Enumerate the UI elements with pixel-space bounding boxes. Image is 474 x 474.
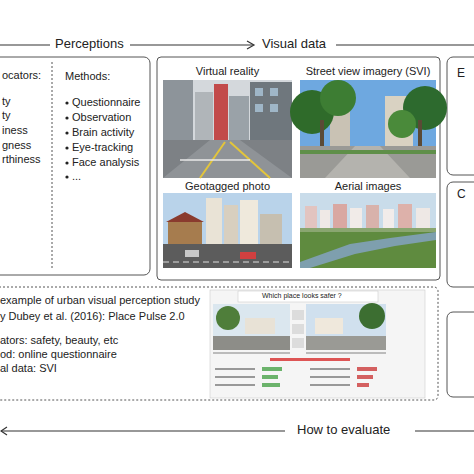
visual-frame [157,57,440,280]
node-text: ... [72,170,81,183]
example-panel: example of urban visual perception study… [0,287,438,400]
node-text: od: online questionnaire [0,348,117,361]
visual-data-panel: Visual dataVirtual realityStreet view im… [157,57,440,280]
node-text: Brain activity [72,126,134,139]
vr-image [163,80,292,178]
node-text: iness [2,124,28,137]
side-panel: C [447,182,474,287]
perceptions-panel: Perceptionsocators:tytyinessgnessrthines… [0,57,150,275]
right-frame [447,57,474,175]
node-text: Observation [72,111,131,124]
node-heading: Geotagged photo [163,180,292,193]
node-text: Methods: [65,70,110,83]
node-text: y Dubey et al. (2016): Place Pulse 2.0 [0,310,185,323]
image-tile: Street view imagery (SVI) [300,65,436,178]
example-frame [0,287,438,400]
node-text: Questionnaire [72,96,141,109]
screenshot-caption: Which place looks safer ? [262,292,342,300]
node-heading: example of urban visual perception study [0,294,200,307]
right-frame [447,182,474,287]
side-panel: E [447,57,474,175]
bullets [65,101,68,178]
perceptions-frame [0,57,150,275]
right-frame [447,312,474,397]
node-text: gness [2,139,31,152]
node-text: al data: SVI [0,362,57,375]
node-text: ty [2,109,11,122]
node-heading: Aerial images [300,180,436,193]
node-text: Eye-tracking [72,141,133,154]
evaluate-arrow [1,427,474,435]
node-heading: Visual data [262,37,326,52]
divider [52,62,53,270]
node-heading: Virtual reality [163,65,292,78]
node-text: ocators: [2,69,41,82]
image-tile: Aerial images [300,180,436,268]
axis-label: How to evaluate [297,423,390,438]
screenshot [210,290,425,398]
node-heading: Perceptions [55,37,124,52]
node-text: ty [2,95,11,108]
node-text: rthiness [2,153,41,166]
node-text: ators: safety, beauty, etc [0,334,118,347]
node-heading: Street view imagery (SVI) [300,65,436,78]
node-text: Face analysis [72,156,139,169]
image-tile: Virtual reality [163,65,292,178]
node-heading: C [457,188,466,202]
geotagged-image [163,193,292,268]
image-tile: Geotagged photo [163,180,292,268]
svi-image [290,80,447,178]
node-heading: E [457,67,465,81]
aerial-image [300,193,436,268]
